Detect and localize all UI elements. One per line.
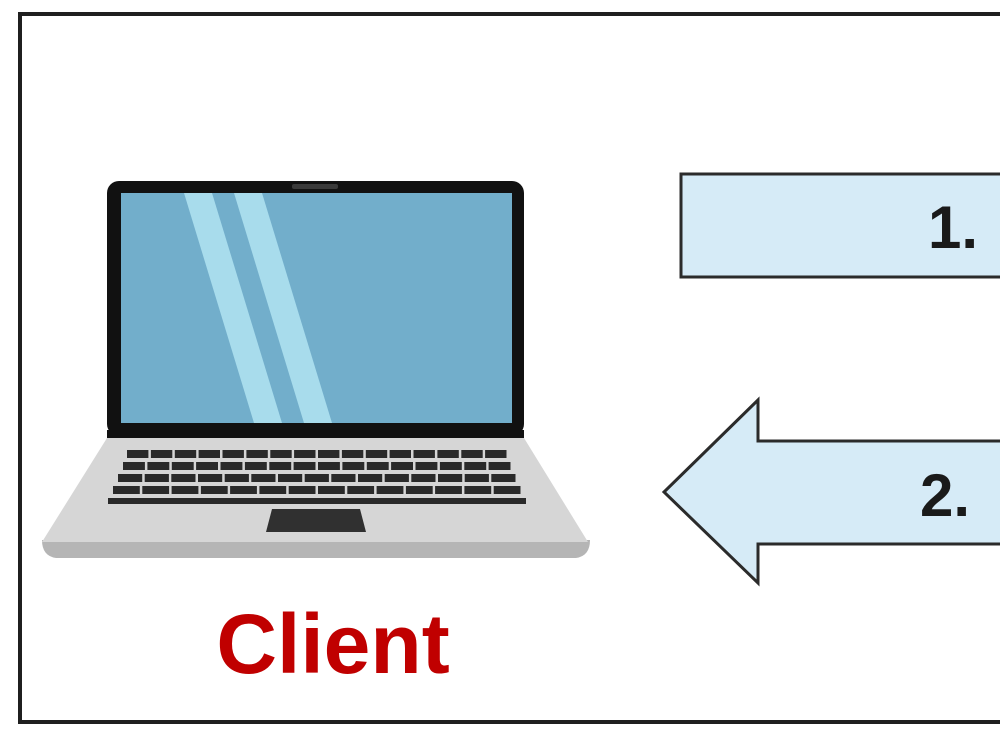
keyboard-space-row [108, 498, 526, 504]
keyboard-key [113, 486, 140, 494]
keyboard-key [224, 474, 249, 482]
keyboard-key [150, 450, 173, 458]
keyboard-key [365, 450, 388, 458]
keyboard-key [270, 450, 292, 458]
keyboard-key [198, 450, 220, 458]
keyboard-key [415, 462, 438, 470]
screen-glare-stripe [234, 193, 332, 423]
keyboard-key [278, 474, 303, 482]
keyboard-key [142, 486, 170, 494]
keyboard-key [437, 450, 459, 458]
response-arrow-label: 2. [920, 462, 970, 529]
keyboard-key [464, 486, 492, 494]
keyboard-key [342, 462, 365, 470]
laptop-trackpad [266, 509, 366, 532]
keyboard-key [435, 486, 462, 494]
keyboard-key [485, 450, 507, 458]
keyboard-key [493, 486, 521, 494]
request-arrow-label: 1. [928, 194, 978, 261]
keyboard-key [171, 474, 196, 482]
keyboard-key [358, 474, 383, 482]
request-arrow: 1. [679, 172, 1000, 279]
keyboard-key [251, 474, 276, 482]
keyboard-key [376, 486, 404, 494]
keyboard-key [123, 462, 145, 470]
keyboard-key [391, 462, 413, 470]
response-arrow-shape [661, 396, 1000, 587]
keyboard-key [341, 450, 364, 458]
keyboard-key [230, 486, 257, 494]
keyboard-key [174, 450, 197, 458]
keyboard-key [220, 462, 243, 470]
keyboard-key [366, 462, 389, 470]
keyboard-key [304, 474, 329, 482]
request-arrow-shape [679, 172, 1000, 279]
keyboard-key [198, 474, 223, 482]
keyboard-key [171, 462, 194, 470]
keyboard-key [269, 462, 292, 470]
keyboard-key [147, 462, 170, 470]
keyboard-key [244, 462, 267, 470]
keyboard-key [200, 486, 228, 494]
keyboard-key [259, 486, 287, 494]
keyboard-key [171, 486, 199, 494]
keyboard-key [389, 450, 411, 458]
keyboard-key [318, 462, 340, 470]
keyboard-key [411, 474, 436, 482]
keyboard-key [288, 486, 316, 494]
keyboard-key [331, 474, 356, 482]
keyboard-key [464, 462, 487, 470]
keyboard-key [318, 486, 345, 494]
laptop-base-shadow [42, 540, 590, 558]
keyboard-key [127, 450, 149, 458]
keyboard-key [439, 462, 462, 470]
laptop-camera [292, 184, 338, 189]
keyboard-key [222, 450, 244, 458]
keyboard-key [413, 450, 435, 458]
laptop-icon [42, 181, 590, 558]
keyboard-key [246, 450, 268, 458]
keyboard-key [461, 450, 483, 458]
laptop-keyboard [108, 450, 526, 504]
keyboard-key [491, 474, 516, 482]
screen-glare-stripe [184, 193, 282, 423]
keyboard-key [405, 486, 433, 494]
keyboard-key [438, 474, 463, 482]
keyboard-key [144, 474, 169, 482]
keyboard-key [464, 474, 489, 482]
response-arrow: 2. [661, 396, 1000, 587]
keyboard-key [196, 462, 218, 470]
keyboard-key [294, 450, 316, 458]
keyboard-key [293, 462, 316, 470]
keyboard-key [347, 486, 375, 494]
laptop-hinge [107, 430, 524, 438]
keyboard-key [384, 474, 409, 482]
keyboard-key [318, 450, 340, 458]
client-label: Client [216, 597, 449, 691]
keyboard-key [118, 474, 143, 482]
keyboard-key [488, 462, 511, 470]
